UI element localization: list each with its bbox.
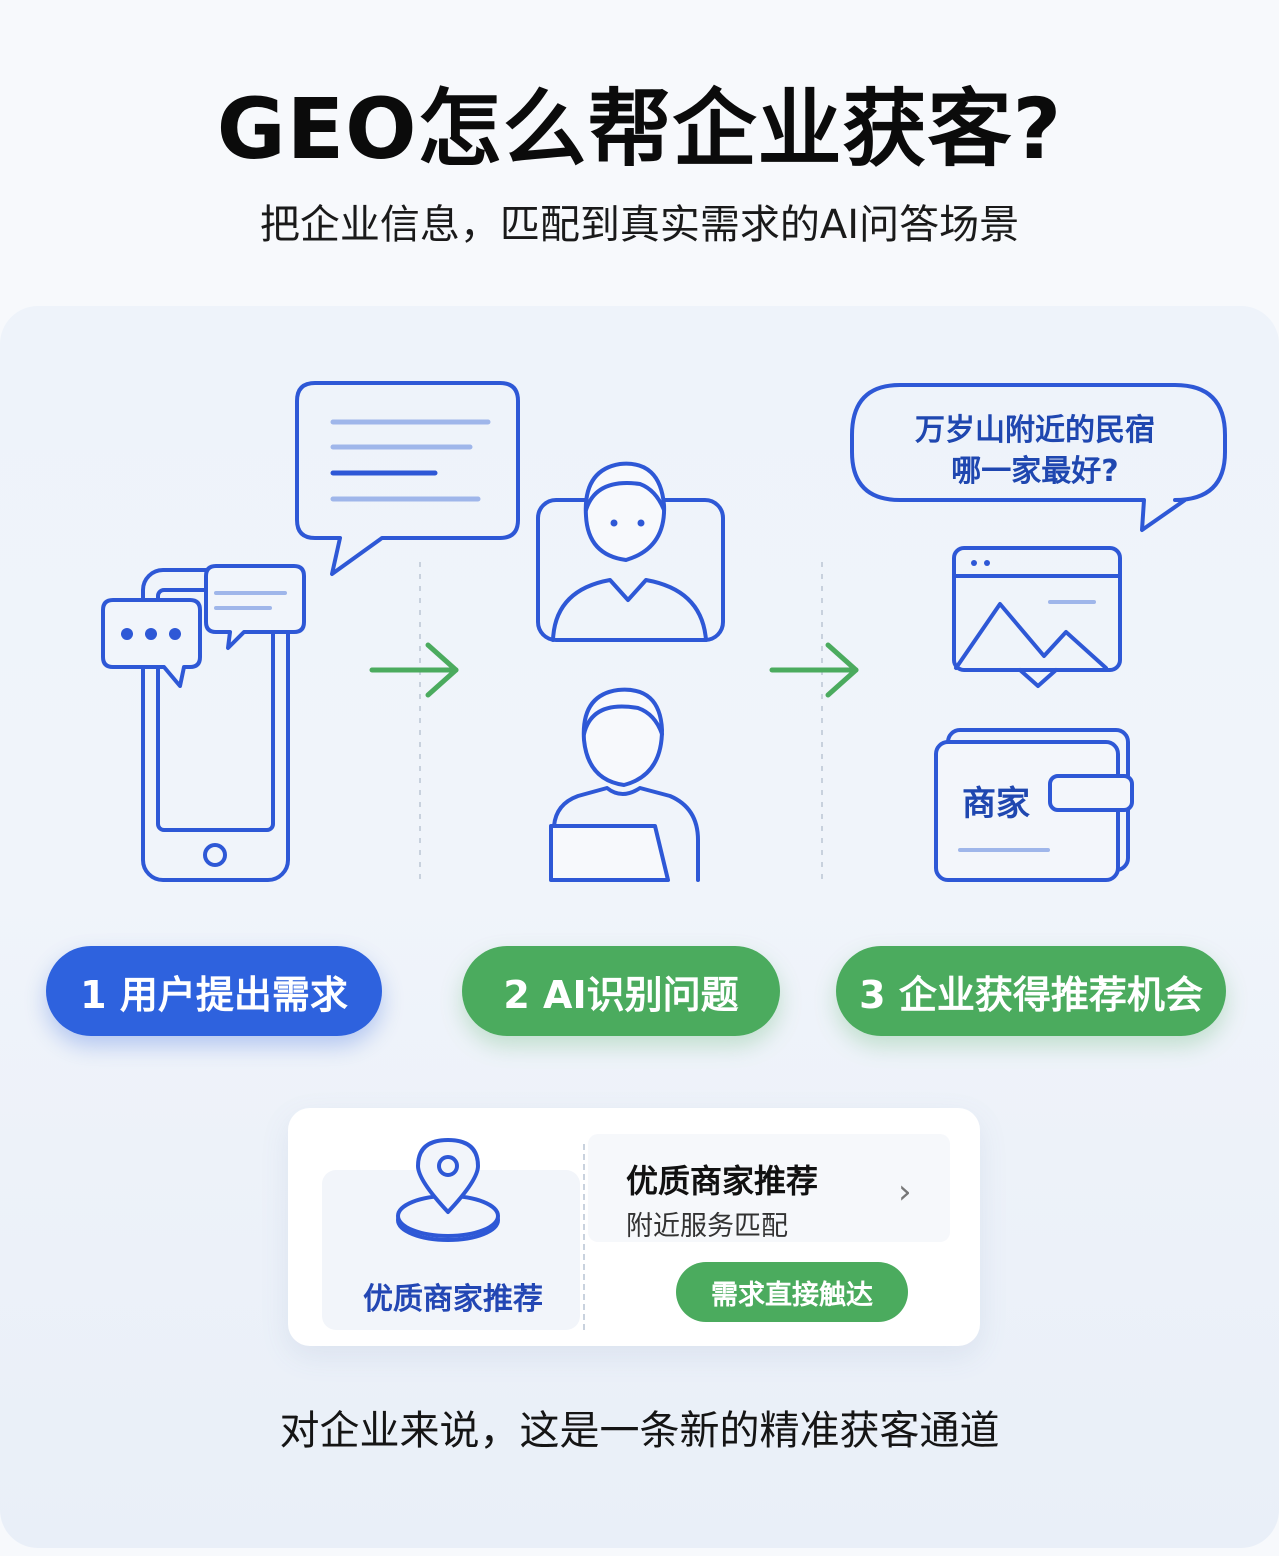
location-pin-icon [396, 1138, 500, 1242]
card-right-subtitle: 附近服务匹配 [626, 1211, 788, 1242]
direct-reach-button[interactable]: 需求直接触达 [676, 1262, 908, 1322]
arrow-right-icon [769, 642, 859, 698]
message-bubble-icon [101, 564, 306, 688]
arrow-right-icon [369, 642, 459, 698]
person-laptop-icon [549, 687, 700, 882]
card-left-label: 优质商家推荐 [363, 1282, 543, 1317]
page-subtitle: 把企业信息，匹配到真实需求的AI问答场景 [259, 202, 1020, 248]
page-title: GEO怎么帮企业获客? [216, 80, 1063, 178]
flow-illustration [101, 381, 1227, 882]
step-2-pill: 2 AI识别问题 [462, 946, 780, 1036]
step-1-pill: 1 用户提出需求 [46, 946, 382, 1036]
merchant-card-icon [934, 728, 1134, 882]
footer-text: 对企业来说，这是一条新的精准获客通道 [279, 1408, 1000, 1454]
chat-bubble-icon [295, 381, 520, 576]
question-bubble-line-2: 哪一家最好? [951, 454, 1119, 489]
card-divider [583, 1144, 585, 1330]
merchant-label: 商家 [962, 784, 1030, 824]
user-avatar-icon [536, 461, 725, 642]
merchant-recommend-card[interactable]: 优质商家推荐 优质商家推荐 附近服务匹配 › 需求直接触达 [288, 1108, 980, 1346]
question-bubble-line-1: 万岁山附近的民宿 [915, 413, 1155, 448]
card-right-title: 优质商家推荐 [626, 1162, 819, 1200]
step-3-pill: 3 企业获得推荐机会 [836, 946, 1226, 1036]
browser-image-icon [952, 546, 1122, 688]
card-right-header [588, 1134, 950, 1242]
chevron-right-icon[interactable]: › [898, 1172, 912, 1212]
question-bubble-icon [850, 383, 1227, 532]
